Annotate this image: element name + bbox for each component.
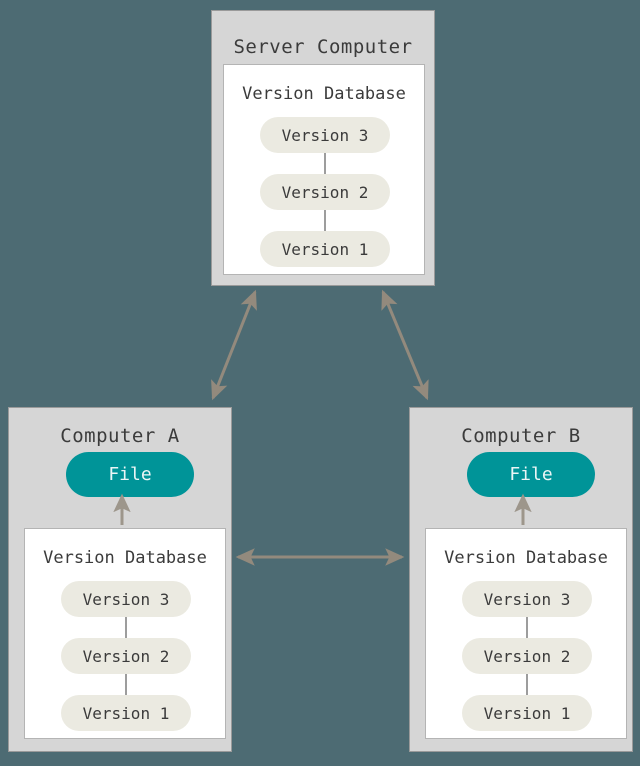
computer-b-title: Computer B: [461, 425, 581, 447]
server-version-pill-3[interactable]: Version 3: [260, 117, 390, 153]
computer-b-version-label-3: Version 3: [483, 589, 571, 609]
computer-a-file-label: File: [108, 464, 152, 485]
server-computer-title: Server Computer: [233, 36, 413, 58]
computer-b-version-connector-3-2: [526, 617, 528, 638]
computer-a-version-label-1: Version 1: [82, 703, 170, 723]
computer-a-version-database-title: Version Database: [43, 548, 207, 568]
computer-b-file-label: File: [509, 464, 553, 485]
computer-a-title: Computer A: [60, 425, 180, 447]
computer-a-version-connector-3-2: [125, 617, 127, 638]
server-version-connector-2-1: [324, 210, 326, 231]
server-version-label-2: Version 2: [281, 182, 369, 202]
computer-b-box[interactable]: Computer B File Version Database Version…: [409, 407, 633, 752]
server-version-database-box[interactable]: Version Database Version 3 Version 2 Ver…: [223, 64, 425, 275]
computer-a-version-database-box[interactable]: Version Database Version 3 Version 2 Ver…: [24, 528, 226, 739]
server-version-database-title: Version Database: [242, 84, 406, 104]
computer-b-version-label-1: Version 1: [483, 703, 571, 723]
computer-a-box[interactable]: Computer A File Version Database Version…: [8, 407, 232, 752]
computer-b-version-pill-1[interactable]: Version 1: [462, 695, 592, 731]
computer-b-file-pill[interactable]: File: [467, 452, 595, 497]
server-version-label-3: Version 3: [281, 125, 369, 145]
computer-b-version-database-title: Version Database: [444, 548, 608, 568]
computer-a-version-label-3: Version 3: [82, 589, 170, 609]
arrow-server-to-computer-b: [381, 289, 429, 401]
computer-b-version-pill-3[interactable]: Version 3: [462, 581, 592, 617]
arrow-server-to-computer-a: [211, 289, 257, 401]
computer-a-version-connector-2-1: [125, 674, 127, 695]
server-computer-box[interactable]: Server Computer Version Database Version…: [211, 10, 435, 286]
server-version-pill-1[interactable]: Version 1: [260, 231, 390, 267]
computer-a-file-pill[interactable]: File: [66, 452, 194, 497]
server-version-pill-2[interactable]: Version 2: [260, 174, 390, 210]
server-version-connector-3-2: [324, 153, 326, 174]
server-version-label-1: Version 1: [281, 239, 369, 259]
computer-a-version-label-2: Version 2: [82, 646, 170, 666]
computer-b-version-database-box[interactable]: Version Database Version 3 Version 2 Ver…: [425, 528, 627, 739]
computer-a-version-pill-3[interactable]: Version 3: [61, 581, 191, 617]
computer-b-version-connector-2-1: [526, 674, 528, 695]
computer-a-version-pill-2[interactable]: Version 2: [61, 638, 191, 674]
computer-a-version-pill-1[interactable]: Version 1: [61, 695, 191, 731]
computer-b-version-pill-2[interactable]: Version 2: [462, 638, 592, 674]
computer-b-version-label-2: Version 2: [483, 646, 571, 666]
